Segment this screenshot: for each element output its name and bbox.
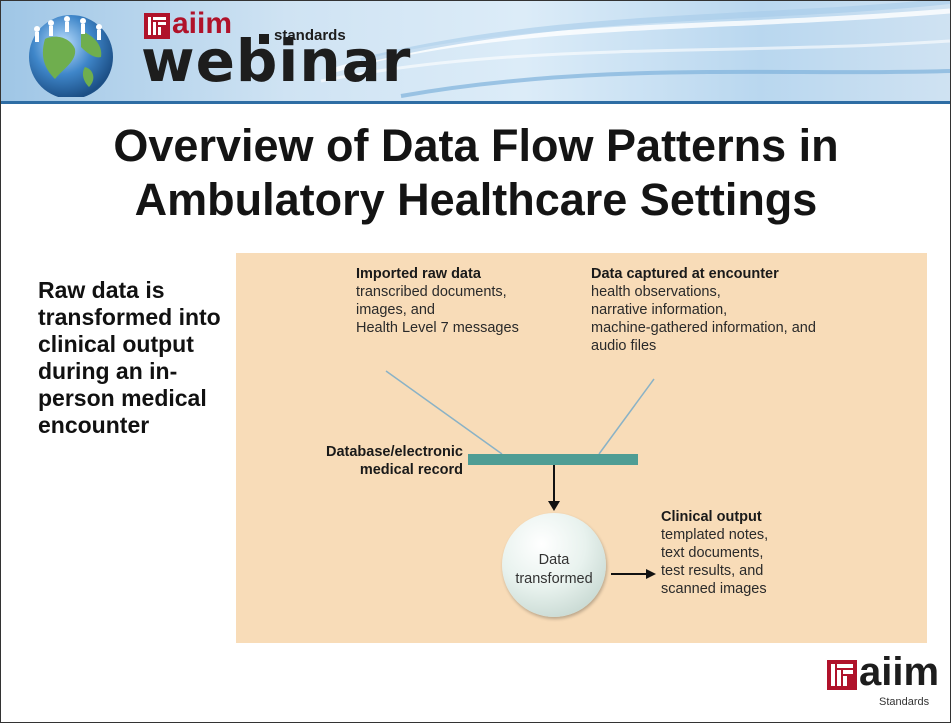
aiim-mark-icon [144, 13, 170, 39]
globe-people-icon [29, 15, 113, 97]
data-transformed-sphere [502, 513, 606, 617]
aiim-logo-mark-icon [827, 660, 857, 690]
captured-data-block: Data captured at encounter health observ… [591, 265, 816, 355]
database-line: medical record [359, 462, 463, 478]
database-line: Database/electronic [325, 444, 463, 460]
title-line-1: Overview of Data Flow Patterns in [113, 120, 839, 171]
data-flow-diagram: Imported raw data transcribed documents,… [236, 253, 927, 643]
captured-line: narrative information, [591, 302, 728, 318]
captured-line: machine-gathered information, and [591, 320, 816, 336]
transformed-line: transformed [515, 571, 593, 587]
slide-description: Raw data is transformed into clinical ou… [38, 277, 221, 438]
webinar-banner: aiim standards webinar [1, 1, 950, 104]
captured-line: health observations, [591, 284, 721, 300]
imported-connector-line [385, 370, 503, 455]
output-line: scanned images [661, 581, 767, 597]
imported-heading: Imported raw data [356, 266, 481, 282]
aiim-standards-logo: aiim Standards [821, 650, 941, 718]
slide-title: Overview of Data Flow Patterns in Ambula… [31, 119, 921, 227]
captured-heading: Data captured at encounter [591, 266, 779, 282]
diagram-connectors [385, 370, 656, 579]
logo-sub: Standards [879, 696, 930, 708]
transformed-line: Data [538, 552, 570, 568]
imported-line: transcribed documents, [356, 284, 507, 300]
output-line: text documents, [661, 545, 764, 561]
imported-line: Health Level 7 messages [356, 320, 519, 336]
brand-bullet [259, 34, 269, 44]
right-arrow-head [646, 569, 656, 579]
clinical-output-block: Clinical output templated notes, text do… [661, 508, 768, 598]
captured-line: audio files [591, 338, 657, 354]
output-heading: Clinical output [661, 509, 762, 525]
brand-aiim-text: aiim [172, 7, 233, 40]
imported-raw-data-block: Imported raw data transcribed documents,… [356, 265, 519, 337]
database-bar [468, 454, 638, 465]
logo-word: aiim [859, 650, 940, 694]
output-line: templated notes, [661, 527, 769, 543]
banner-swoosh-graphic [320, 1, 950, 98]
brand-standards-text: standards [274, 27, 346, 44]
imported-line: images, and [356, 302, 435, 318]
output-line: test results, and [661, 563, 764, 579]
data-transformed-label: Data transformed [502, 551, 606, 589]
down-arrow-head [548, 501, 560, 511]
captured-connector-line [598, 378, 655, 455]
brand-webinar-text: webinar [141, 27, 412, 95]
database-label: Database/electronic medical record [288, 443, 463, 479]
title-line-2: Ambulatory Healthcare Settings [134, 174, 818, 225]
